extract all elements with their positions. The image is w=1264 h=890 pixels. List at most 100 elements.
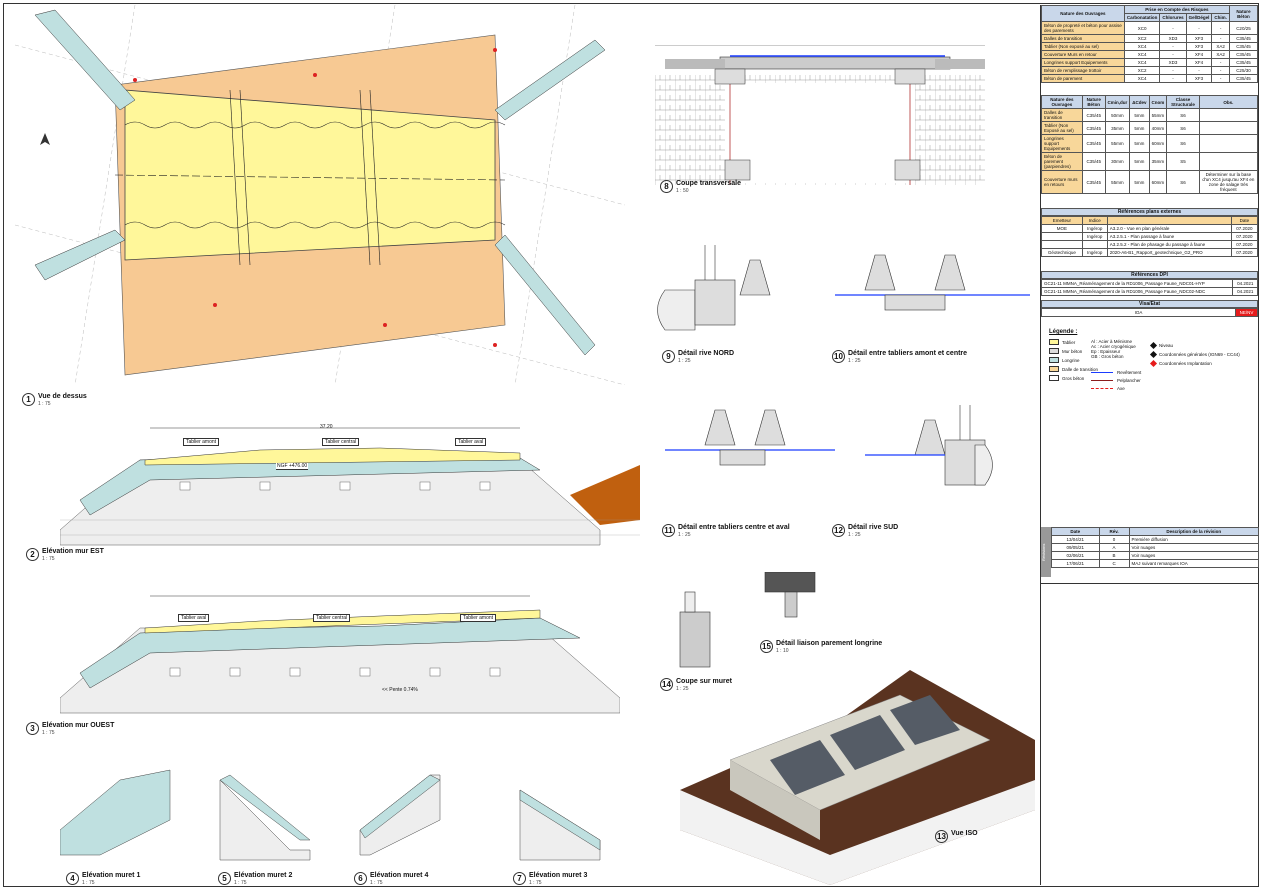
table-cell: Nature des Ouvrages	[1041, 95, 1083, 109]
table-cell: XC4	[1123, 74, 1161, 83]
label-tablier-amont: Tablier amont	[183, 438, 220, 446]
table-row: A3.2.5.2 - Plan de phasage du passage à …	[1041, 240, 1259, 249]
marker-icon	[1149, 350, 1158, 359]
ngf-level-label: NGF +476.00	[276, 463, 309, 470]
table-cell: XC0	[1123, 21, 1161, 35]
label-tablier-central-w: Tablier central	[313, 614, 351, 622]
table-cell: 17/06/21	[1051, 559, 1100, 568]
table-cell: XC2	[1123, 66, 1161, 75]
table-cell: 5mm	[1129, 121, 1150, 135]
table-cell: MOE	[1041, 224, 1083, 233]
table-cell: Voir nuages	[1128, 551, 1260, 560]
legend-line: Pelplancher	[1091, 378, 1141, 383]
table-cell: C35/45	[1228, 50, 1259, 59]
table-cell	[1106, 216, 1232, 225]
table-cell: Obs.	[1198, 95, 1259, 109]
table-cell: 04.2021	[1232, 279, 1258, 288]
table-cell: -	[1159, 42, 1187, 51]
deck-area	[124, 89, 496, 261]
table-cell: Coordonnées Implantation	[1159, 361, 1212, 366]
dim-total: 37.20	[320, 424, 333, 430]
table-cell: XC4	[1123, 50, 1161, 59]
table-cell: -	[1211, 58, 1230, 67]
table-cell: 60mm	[1148, 134, 1168, 153]
visa-status: NE/NV	[1235, 308, 1258, 317]
table-cell: Dalles de transition	[1041, 108, 1083, 122]
table-cell: XC4	[1123, 58, 1161, 67]
table-cell: Nature Béton	[1081, 95, 1106, 109]
table-cell: 09/05/21	[1051, 543, 1100, 552]
table-cell: Mur béton	[1062, 348, 1083, 354]
table-cell: C35/45	[1228, 42, 1259, 51]
legend-swatch	[1049, 357, 1059, 363]
table-cell	[1041, 232, 1083, 241]
table-cell: 2020-A6-B1_Rapport_geotechnique_G2_PRO	[1106, 248, 1232, 257]
table-cell: Dalles de transition	[1041, 34, 1125, 43]
table-cell: S6	[1166, 108, 1200, 122]
plan-view-drawing	[15, 5, 625, 385]
table-cell: Axe	[1117, 386, 1125, 391]
label-tablier-central: Tablier central	[322, 438, 360, 446]
table-cell: GB : Gros béton	[1091, 354, 1124, 359]
table-cell: GC21-11 MMNA_Réaménagement de la RD1006_…	[1040, 279, 1234, 288]
table-cell: 13/04/21	[1051, 535, 1100, 544]
table-cell: Longrine	[1062, 357, 1080, 363]
table-cell: -	[1159, 50, 1187, 59]
table-cell: -	[1211, 21, 1230, 35]
table-cell: Béton de propreté et béton pour assise d…	[1041, 21, 1125, 35]
table-cell: Revêtement	[1117, 370, 1142, 375]
table-cell: GC21-11 MMNA_Réaménagement de la RD1006_…	[1040, 287, 1234, 296]
table-cell: -	[1185, 66, 1213, 75]
table-cell: -	[1211, 74, 1230, 83]
table-cell: 35mm	[1148, 152, 1168, 171]
table-cell: -	[1211, 34, 1230, 43]
table-cell: 07.2020	[1230, 248, 1259, 257]
table-cell: Voir nuages	[1128, 543, 1260, 552]
dpi-refs-title: Références DPI	[1041, 271, 1258, 279]
table-cell: C35/45	[1228, 74, 1259, 83]
table-cell: ΔCdev	[1129, 95, 1150, 109]
table-cell: C35/45	[1081, 134, 1106, 153]
table-cell: Tablier (Non Exposé au sel)	[1041, 121, 1083, 135]
table-cell: Ingérop	[1081, 232, 1108, 241]
sheet-frame	[3, 3, 1259, 887]
table-row: GC21-11 MMNA_Réaménagement de la RD1006_…	[1040, 279, 1258, 288]
legend-item: Tablier	[1049, 339, 1250, 345]
dpi-refs-table: GC21-11 MMNA_Réaménagement de la RD1006_…	[1040, 279, 1258, 296]
table-cell: XF3	[1185, 34, 1213, 43]
table-cell: Géotechnique	[1041, 248, 1083, 257]
table-cell: Cmin,dur	[1104, 95, 1131, 109]
marker-icon	[1149, 341, 1158, 350]
table-cell: Longrines support Equipements	[1041, 134, 1083, 153]
table-cell: 07.2020	[1230, 232, 1259, 241]
table-cell: C35/45	[1228, 58, 1259, 67]
label-tablier-aval-w: Tablier aval	[178, 614, 210, 622]
table-cell: -	[1211, 66, 1230, 75]
table-cell: XF4	[1185, 50, 1213, 59]
table-cell: Date	[1230, 216, 1259, 225]
elevation-east-drawing	[60, 427, 640, 546]
table-cell: Classe Structurale	[1166, 95, 1200, 109]
legend-swatch	[1049, 366, 1059, 372]
iso-3d-view	[680, 670, 1035, 885]
legend-item: Gros béton	[1049, 375, 1250, 381]
legend-swatch	[1049, 348, 1059, 354]
